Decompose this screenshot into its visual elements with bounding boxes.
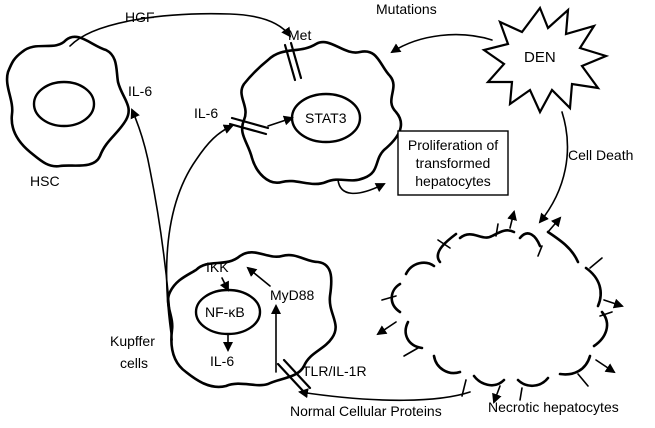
il6-hsc-label: IL-6: [128, 83, 152, 99]
necrotic-arrow-top-right: [547, 216, 562, 233]
il6-receptor-top: [230, 116, 270, 130]
necrotic-arrow-bottom-right: [595, 359, 616, 374]
hsc-cell-membrane: [5, 35, 130, 168]
normal-proteins-arrow: [298, 388, 471, 402]
kupffer-label-line2: cells: [120, 355, 148, 371]
proliferation-box: [397, 130, 509, 196]
stat3-label: STAT3: [305, 110, 347, 126]
hepatocyte-membrane: [240, 40, 403, 186]
myd88-label: MyD88: [270, 287, 315, 303]
il6-to-hsc-arrow: [130, 108, 173, 341]
hsc-nucleus: [32, 80, 96, 128]
nfkb-label: NF-κB: [205, 304, 245, 320]
tlr-label: TLR/IL-1R: [302, 363, 367, 379]
den-label: DEN: [524, 49, 556, 66]
necrotic-arrow-left: [376, 321, 397, 336]
proliferation-line2: transformed: [416, 155, 491, 171]
proliferation-line1: Proliferation of: [408, 137, 498, 153]
mutations-label: Mutations: [376, 1, 437, 17]
il6-receptor-label: IL-6: [194, 105, 218, 121]
hgf-label: HGF: [125, 9, 155, 25]
tlr-receptor-right: [282, 358, 312, 390]
normal-proteins-label: Normal Cellular Proteins: [290, 403, 442, 419]
ikk-to-nfkb-arrow: [219, 277, 229, 292]
mutations-arrow: [390, 33, 493, 54]
met-label: Met: [288, 27, 311, 43]
kupffer-cell-membrane: [166, 251, 337, 389]
kupffer-label-line1: Kupffer: [110, 333, 155, 349]
cell-death-label: Cell Death: [568, 147, 633, 163]
met-receptor-right: [289, 41, 303, 80]
den-burst: [481, 5, 610, 115]
il6-receptor-bottom: [228, 122, 268, 136]
il6-to-hepatocyte-arrow: [165, 124, 234, 341]
necrotic-arrow-right: [603, 298, 624, 309]
tlr-receptor-left: [276, 362, 306, 394]
myd88-to-ikk-arrow: [246, 266, 271, 287]
hgf-arrow: [69, 12, 292, 47]
met-receptor-left: [283, 43, 297, 82]
ikk-label: IKK: [206, 259, 229, 275]
necrotic-arrow-top: [507, 210, 517, 229]
necrotic-hepatocytes: [381, 223, 613, 401]
proliferation-arrow: [337, 179, 386, 195]
il6-kupffer-label: IL-6: [210, 353, 234, 369]
proliferation-line3: hepatocytes: [415, 173, 491, 189]
il6r-to-stat3-arrow: [267, 115, 294, 127]
hsc-label: HSC: [30, 173, 60, 189]
necrotic-arrow-bottom: [492, 385, 502, 404]
necrotic-label: Necrotic hepatocytes: [488, 399, 619, 415]
cell-death-arrow: [538, 111, 569, 224]
